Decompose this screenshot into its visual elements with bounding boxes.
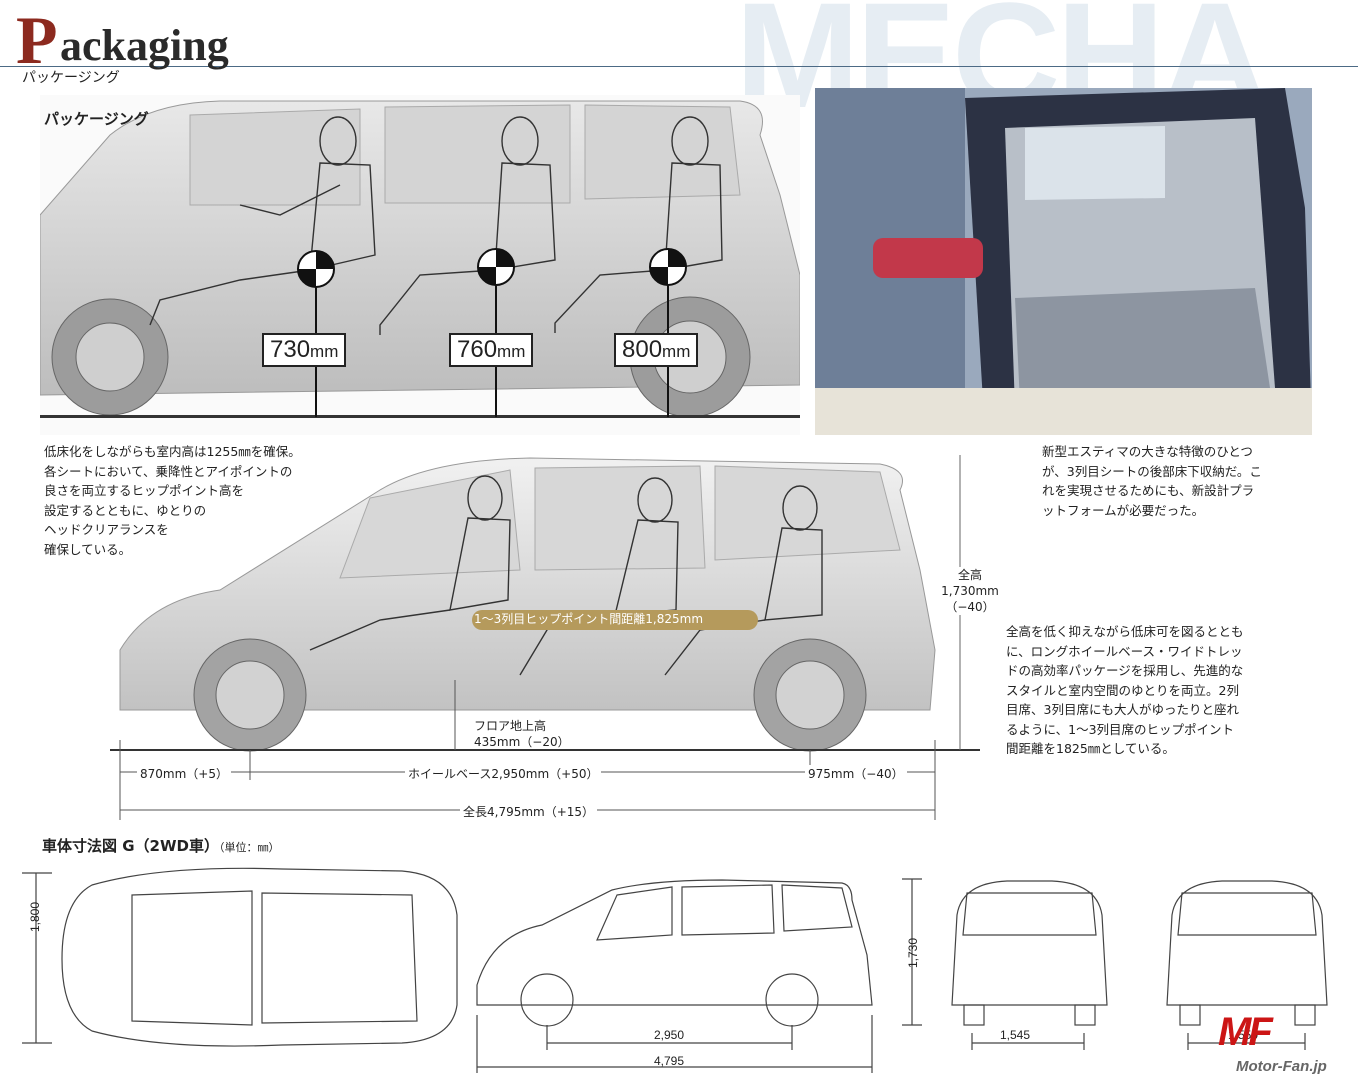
overall-length-dim: 全長4,795mm（+15） (460, 803, 598, 820)
floor-height-label: フロア地上高 435mm（−20） (474, 719, 570, 749)
site-name: Motor-Fan.jp (1236, 1058, 1327, 1075)
rear-overhang-dim: 975mm（−40） (805, 765, 907, 782)
page-subtitle: パッケージング (22, 70, 120, 86)
front-overhang-dim: 870mm（+5） (137, 765, 231, 782)
bp-length-dim: 4,795 (654, 1054, 685, 1068)
site-logo: MF (1218, 1010, 1273, 1054)
blueprint-title: 車体寸法図 G（2WD車）（単位：㎜） (42, 837, 280, 855)
section-label: パッケージング (44, 110, 149, 128)
page-title: ackaging (60, 21, 229, 70)
title-initial: P (16, 2, 58, 78)
hip-point-label-3: 800mm (614, 333, 699, 367)
body-text-right-mid: 全高を低く抑えながら低床可を図るととも に、ロングホイールベース・ワイドトレッ … (1006, 624, 1244, 756)
wheelbase-dim: ホイールベース2,950mm（+50） (405, 765, 602, 782)
hip-point-label-1: 730mm (262, 333, 347, 367)
hip-distance-label: 1～3列目ヒップポイント間距離1,825mm (474, 612, 704, 626)
car-side-view (110, 455, 980, 820)
bp-wheelbase-dim: 2,950 (654, 1028, 685, 1042)
blueprint-drawings (22, 867, 1328, 1073)
header-rule (0, 66, 1358, 67)
width-dim: 1,800 (28, 901, 42, 932)
cargo-area-photo (815, 88, 1312, 435)
rear-tread-dim: 1,550 (1228, 1028, 1259, 1042)
car-cutaway-top (40, 95, 800, 435)
body-text-right-top: 新型エスティマの大きな特徴のひとつ が、3列目シートの後部床下収納だ。こ れを実… (1042, 444, 1262, 518)
front-tread-dim: 1,545 (1000, 1028, 1031, 1042)
hip-point-label-2: 760mm (449, 333, 534, 367)
bp-height-dim: 1,730 (906, 937, 920, 968)
overall-height-label: 全高 1,730mm （−40） (940, 567, 1000, 615)
body-text-left: 低床化をしながらも室内高は1255㎜を確保。 各シートにおいて、乗降性とアイポイ… (44, 444, 301, 557)
